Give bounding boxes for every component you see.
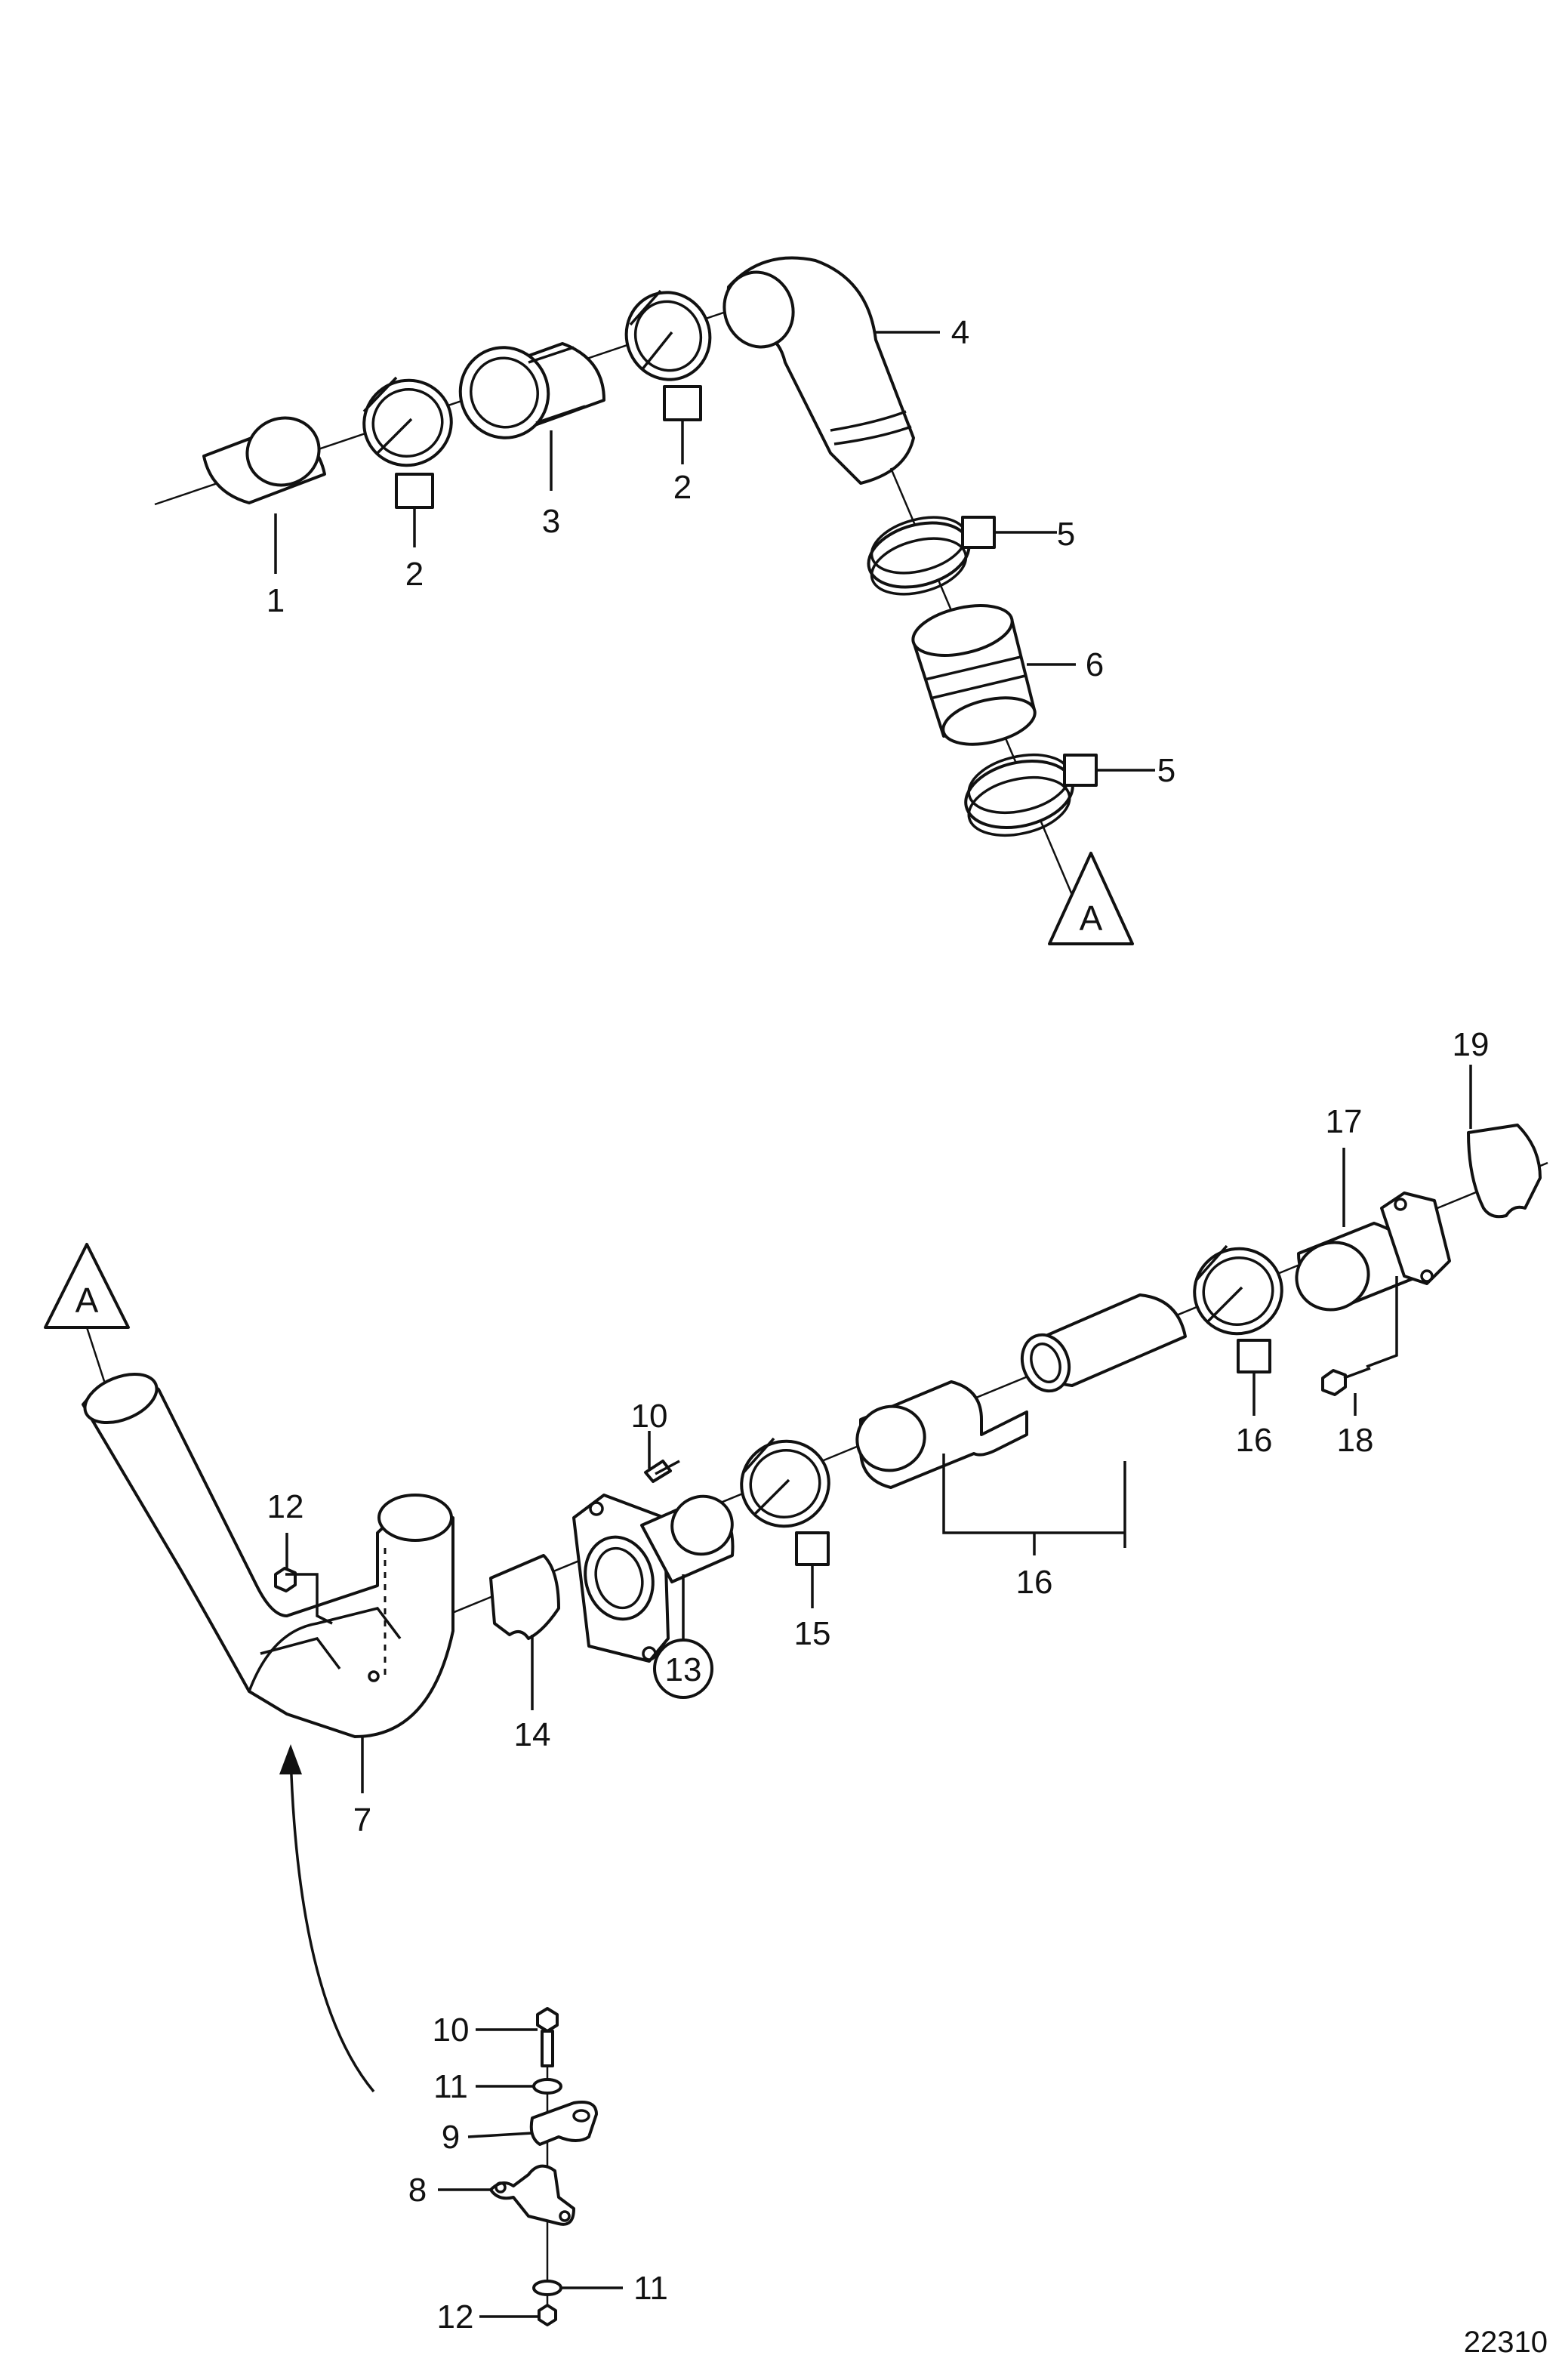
- figure-id: 22310: [1464, 2326, 1548, 2359]
- callout-2a: 2: [405, 556, 424, 593]
- part-16-pipe-section: [855, 1293, 1187, 1489]
- part-19-gasket: [1467, 1124, 1542, 1219]
- part-14-gasket: [489, 1554, 560, 1640]
- callout-2b: 2: [673, 469, 692, 506]
- detail-part-8-plate: [489, 2164, 575, 2226]
- detail-arrow: [289, 1755, 375, 2093]
- callout-8: 8: [408, 2172, 427, 2209]
- detail-part-11-washer-bottom: [532, 2280, 562, 2296]
- callout-6: 6: [1086, 646, 1104, 683]
- callout-14: 14: [514, 1716, 551, 1753]
- svg-text:13: 13: [665, 1651, 702, 1688]
- callout-16a: 16: [1016, 1564, 1053, 1601]
- detail-part-9-bracket: [529, 2101, 598, 2146]
- part-10-bolt: [644, 1460, 680, 1483]
- callout-5b: 5: [1157, 752, 1175, 789]
- callout-10a: 10: [631, 1398, 668, 1435]
- callout-15: 15: [794, 1615, 831, 1652]
- callout-12a: 12: [267, 1488, 304, 1525]
- callout-3: 3: [542, 503, 560, 540]
- callout-16b: 16: [1236, 1422, 1273, 1459]
- callout-19: 19: [1453, 1026, 1490, 1063]
- leader-9: [467, 2132, 533, 2138]
- part-6-connector-sleeve: [911, 604, 1037, 746]
- leader-16a: [942, 1454, 1126, 1555]
- callout-4: 4: [951, 314, 969, 351]
- callout-5a: 5: [1057, 516, 1075, 553]
- callout-1: 1: [267, 582, 285, 619]
- svg-text:A: A: [1080, 899, 1103, 938]
- callout-7: 7: [353, 1802, 371, 1839]
- detail-part-12-nut: [538, 2304, 557, 2326]
- part-12-nut: [274, 1567, 333, 1625]
- part-18-bolt: [1321, 1276, 1398, 1396]
- callout-11b: 11: [633, 2270, 668, 2307]
- callout-12b: 12: [437, 2298, 474, 2335]
- part-16-clamp: [1193, 1244, 1283, 1373]
- detail-arrow-head: [279, 1744, 302, 1774]
- part-2-hose-clamp-left: [362, 376, 453, 509]
- svg-text:A: A: [75, 1281, 99, 1320]
- reference-mark-a-lower: A: [44, 1243, 130, 1329]
- part-5-clamp-lower: [964, 753, 1098, 837]
- part-13-flange-pipe: [572, 1494, 735, 1663]
- detail-part-11-washer-top: [532, 2078, 562, 2095]
- part-2-hose-clamp-right: [624, 289, 712, 421]
- callout-10b: 10: [433, 2012, 470, 2049]
- detail-part-10-bolt: [536, 2007, 559, 2067]
- callout-18: 18: [1337, 1422, 1374, 1459]
- part-3-coupling-sleeve: [458, 342, 605, 439]
- part-4-elbow-pipe: [723, 256, 915, 485]
- callout-11a: 11: [433, 2068, 468, 2105]
- part-7-exhaust-elbow: [82, 1372, 454, 1738]
- callout-9: 9: [442, 2119, 460, 2156]
- part-5-clamp-upper: [867, 516, 996, 596]
- reference-mark-a-upper: A: [1048, 852, 1134, 945]
- callout-17: 17: [1326, 1103, 1363, 1140]
- part-1-pipe-sleeve: [202, 416, 326, 504]
- callout-13-circled: 13: [653, 1639, 713, 1699]
- part-15-clamp: [740, 1437, 830, 1566]
- part-17-flange-pipe: [1295, 1192, 1451, 1312]
